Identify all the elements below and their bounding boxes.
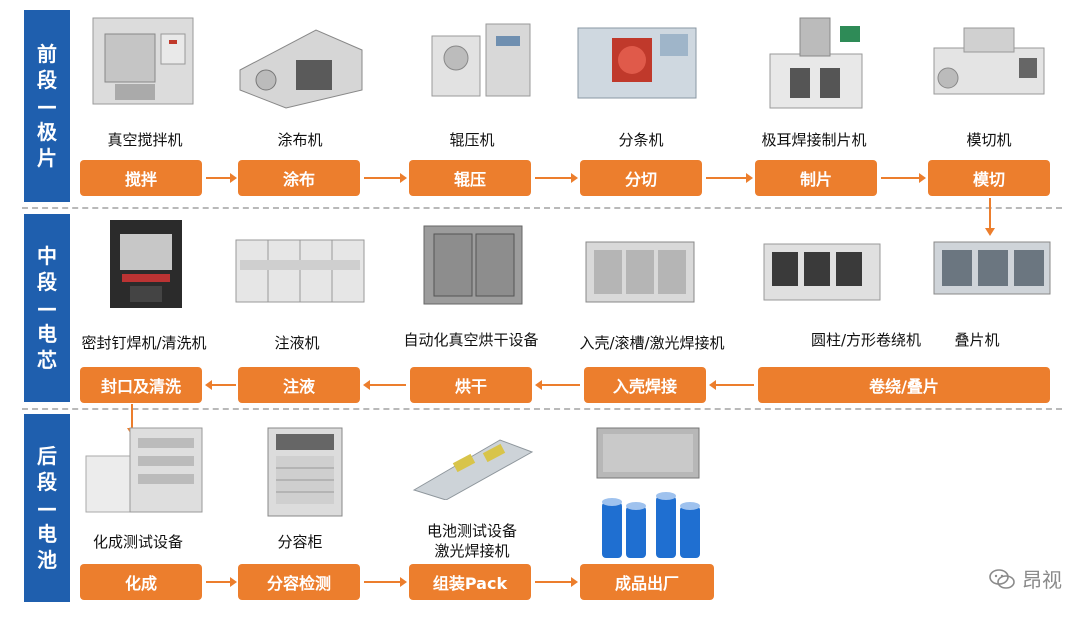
flow-arrow-left: [205, 380, 236, 390]
stage-band-front: 前段—极片: [24, 10, 70, 202]
machine-label: 分条机: [618, 131, 664, 149]
machine-label: 激光焊接机: [434, 542, 510, 560]
machine-label: 圆柱/方形卷绕机: [810, 331, 922, 349]
coating-machine-image: [239, 29, 363, 109]
step-case-welding: 入壳焊接: [584, 367, 706, 403]
watermark: 昂视: [988, 564, 1062, 593]
flow-arrow-left: [363, 380, 406, 390]
grading-cabinet-image: [267, 427, 343, 517]
step-coating: 涂布: [238, 160, 360, 196]
step-shipment: 成品出厂: [580, 564, 714, 600]
stage-label-back: 后段—电池: [37, 444, 57, 572]
stage-band-middle: 中段—电芯: [24, 214, 70, 402]
machine-label: 化成测试设备: [92, 533, 184, 551]
step-die-cutting: 模切: [928, 160, 1050, 196]
machine-label: 注液机: [274, 334, 320, 352]
sealing-nail-welder-image: [110, 220, 182, 308]
cylindrical-cells-image: [602, 492, 700, 558]
step-formation: 化成: [80, 564, 202, 600]
machine-label: 分容柜: [277, 533, 323, 551]
machine-label: 叠片机: [954, 331, 1000, 349]
case-insertion-welder-image: [585, 241, 695, 303]
finished-battery-panel-image: [596, 427, 700, 479]
step-slitting: 分切: [580, 160, 702, 196]
flow-arrow-down: [985, 198, 995, 236]
flow-arrow-left: [535, 380, 580, 390]
tab-welding-machine-image: [769, 17, 863, 109]
machine-label: 模切机: [966, 131, 1012, 149]
flow-arrow-left: [709, 380, 754, 390]
flow-arrow-right: [206, 173, 237, 183]
step-pack-assembly: 组装Pack: [409, 564, 531, 600]
machine-label: 密封钉焊机/清洗机: [81, 334, 207, 352]
step-winding-stacking: 卷绕/叠片: [758, 367, 1050, 403]
vacuum-dryer-image: [423, 225, 523, 305]
slitting-machine-image: [577, 27, 697, 99]
machine-label: 真空搅拌机: [107, 131, 183, 149]
row-separator: [22, 408, 1062, 410]
battery-test-laser-welder-image: [412, 439, 534, 500]
machine-label: 涂布机: [277, 131, 323, 149]
watermark-text: 昂视: [1022, 568, 1062, 592]
stage-band-back: 后段—电池: [24, 414, 70, 602]
electrolyte-filling-machine-image: [235, 239, 365, 303]
stage-label-front: 前段—极片: [37, 42, 57, 170]
flow-arrow-right: [881, 173, 926, 183]
flow-arrow-right: [364, 173, 407, 183]
stacking-machine-image: [933, 241, 1051, 295]
machine-label: 电池测试设备: [426, 522, 518, 540]
flow-arrow-right: [706, 173, 753, 183]
flow-arrow-right: [535, 173, 578, 183]
machine-label: 入壳/滚槽/激光焊接机: [579, 334, 725, 352]
row-separator: [22, 207, 1062, 209]
flow-arrow-right: [364, 577, 407, 587]
formation-test-equipment-image: [85, 427, 203, 513]
winding-machine-image: [763, 243, 881, 301]
step-drying: 烘干: [410, 367, 532, 403]
machine-label: 极耳焊接制片机: [761, 131, 867, 149]
step-tab-making: 制片: [755, 160, 877, 196]
flow-arrow-right: [206, 577, 237, 587]
stage-label-middle: 中段—电芯: [37, 244, 57, 372]
step-sealing-cleaning: 封口及清洗: [80, 367, 202, 403]
step-stirring: 搅拌: [80, 160, 202, 196]
flow-arrow-right: [535, 577, 578, 587]
step-electrolyte-filling: 注液: [238, 367, 360, 403]
step-rolling: 辊压: [409, 160, 531, 196]
machine-label: 自动化真空烘干设备: [403, 331, 539, 349]
machine-label: 辊压机: [449, 131, 495, 149]
roller-press-image: [431, 23, 531, 97]
step-grading-test: 分容检测: [238, 564, 360, 600]
die-cutting-machine-image: [933, 27, 1045, 95]
vacuum-mixer-image: [92, 17, 194, 105]
wechat-icon: [989, 568, 1015, 589]
